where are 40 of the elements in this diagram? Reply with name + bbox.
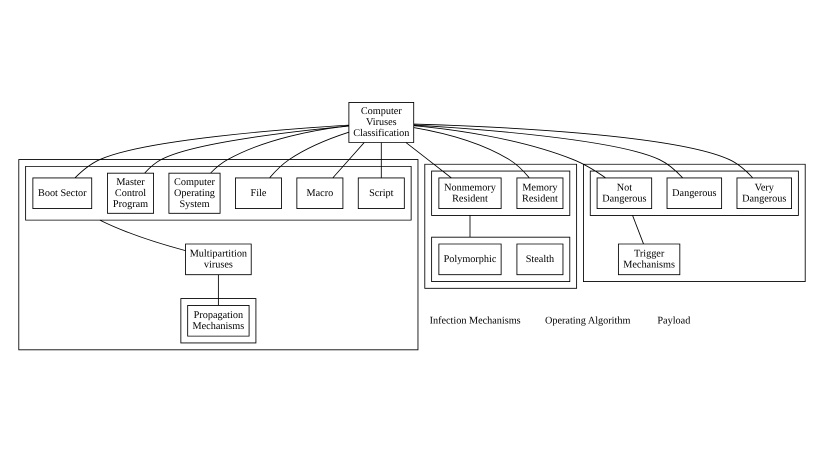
node-box: Propagation Mechanisms (187, 304, 250, 337)
connector (380, 142, 382, 178)
node-box: Trigger Mechanisms (618, 244, 680, 276)
connector (144, 126, 350, 174)
node-box: Memory Resident (516, 177, 564, 210)
label: Infection Mechanisms (430, 315, 521, 326)
label: Operating Algorithm (544, 315, 630, 326)
node-box: Stealth (516, 244, 564, 276)
connector (332, 142, 365, 178)
cluster (180, 298, 256, 344)
node-box: Polymorphic (438, 244, 502, 276)
connector (413, 124, 683, 178)
connector (99, 220, 186, 252)
cluster (424, 164, 578, 289)
node-box: Computer Viruses Classification (348, 102, 414, 143)
connector (414, 125, 606, 178)
cluster (431, 236, 570, 282)
cluster (18, 159, 418, 350)
cluster (431, 170, 570, 216)
node-box: Boot Sector (32, 177, 92, 210)
connector (218, 274, 219, 306)
cluster (583, 164, 806, 282)
cluster (25, 166, 412, 221)
cluster (590, 170, 799, 216)
node-box: Master Control Program (107, 172, 154, 214)
node-box: Very Dangerous (736, 177, 792, 210)
node-box: Nonmemory Resident (438, 177, 502, 210)
node-box: Computer Operating System (168, 172, 221, 214)
node-box: Macro (296, 177, 344, 210)
node-box: Dangerous (666, 177, 722, 210)
connector (413, 127, 530, 178)
node-box: Multipartition viruses (185, 244, 252, 276)
connector (269, 132, 350, 178)
connector (413, 124, 753, 178)
node-box: File (235, 177, 282, 210)
node-box: Script (358, 177, 405, 210)
node-box: Not Dangerous (596, 177, 652, 210)
connector (74, 124, 350, 178)
connector (632, 215, 644, 244)
label: Payload (657, 315, 690, 326)
